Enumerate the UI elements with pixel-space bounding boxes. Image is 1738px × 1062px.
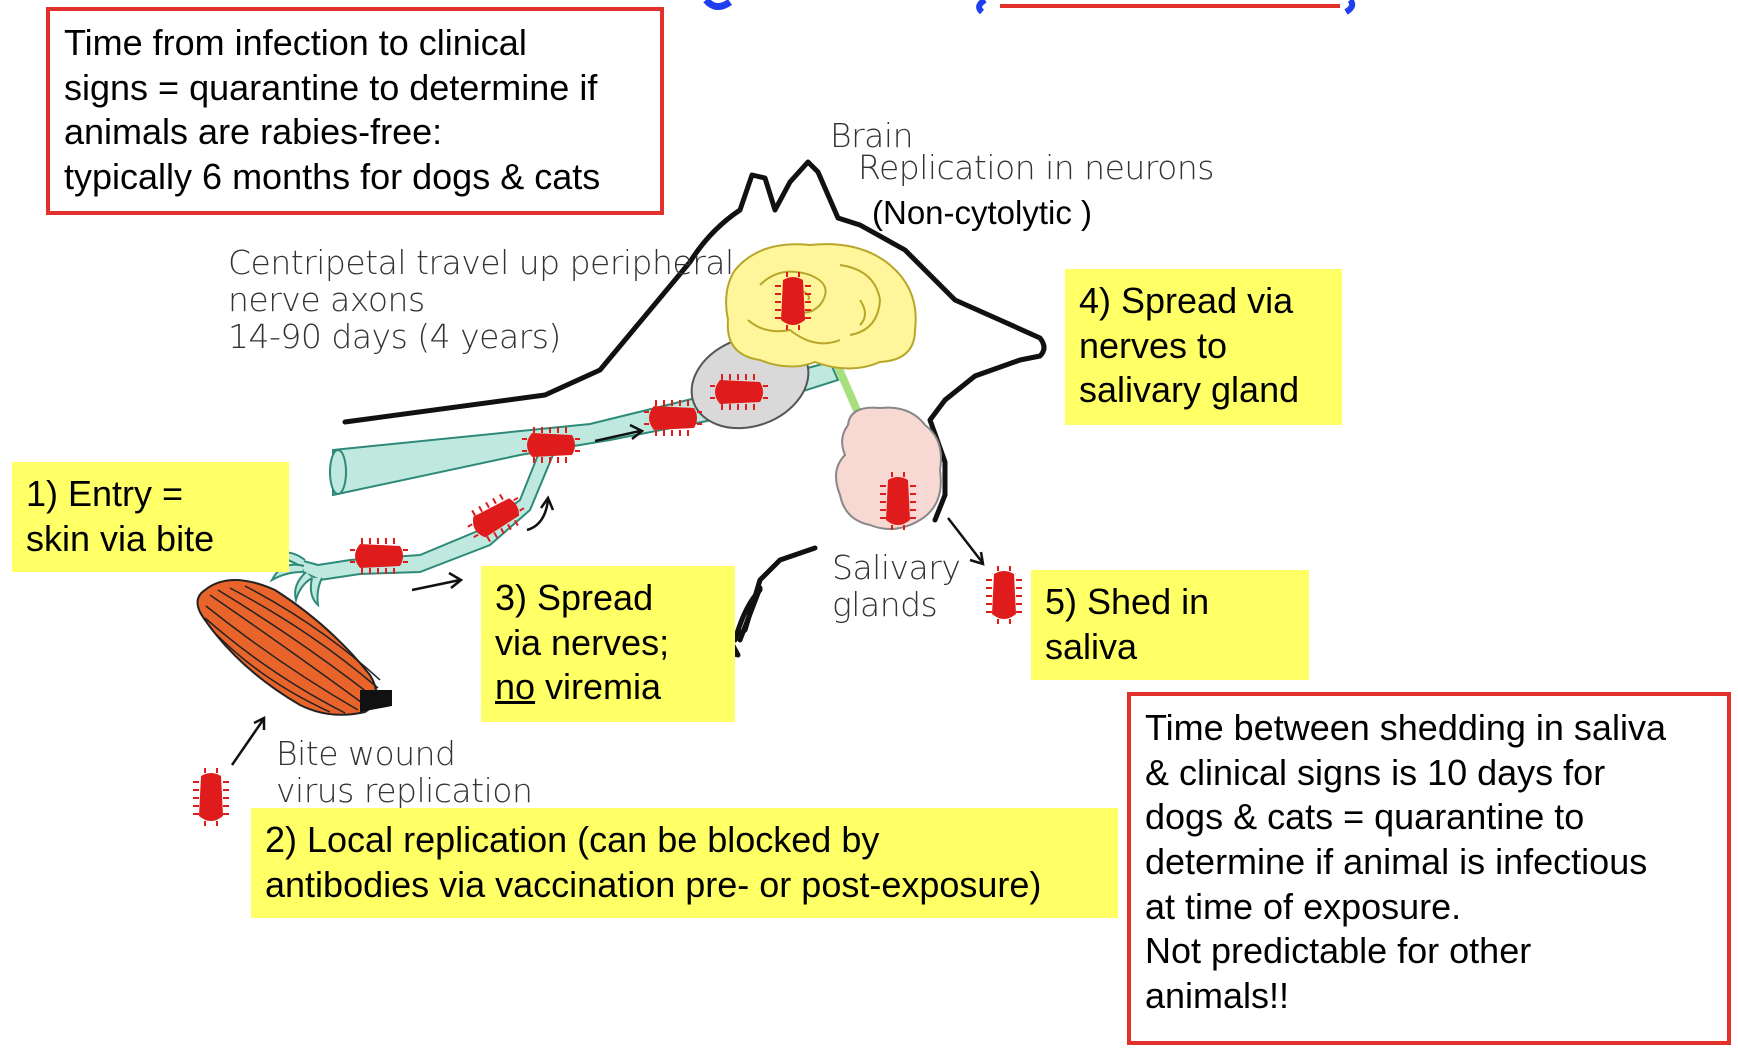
- replication-label: Replication in neurons: [858, 148, 1214, 187]
- arrow-icon: [230, 423, 985, 766]
- quarantine-infectious-note: Time between shedding in saliva & clinic…: [1127, 692, 1731, 1045]
- quarantine-to-rabies-free-note: Time from infection to clinical signs = …: [46, 7, 664, 215]
- step-1-entry: 1) Entry = skin via bite: [12, 462, 289, 572]
- step-5-shed-in-saliva: 5) Shed in saliva: [1031, 570, 1309, 680]
- salivary-gland-icon: [835, 406, 942, 530]
- step-2-local-replication: 2) Local replication (can be blocked by …: [251, 808, 1118, 918]
- viremia-text: viremia: [535, 666, 662, 708]
- brain-icon: [725, 243, 917, 370]
- salivary-glands-label: Salivary glands: [832, 548, 961, 624]
- brain-label: Brain: [830, 116, 913, 155]
- step-3-spread-via-nerves: 3) Spread via nerves; no viremia: [481, 566, 735, 722]
- step-4-spread-to-salivary-gland: 4) Spread via nerves to salivary gland: [1065, 269, 1342, 425]
- title-fragment: [703, 0, 1356, 15]
- muscle-icon: [196, 579, 392, 716]
- bite-wound-label: Bite wound virus replication: [276, 734, 533, 810]
- no-underlined: no: [495, 666, 536, 708]
- non-cytolytic-label: (Non-cytolytic ): [872, 194, 1093, 231]
- centripetal-label: Centripetal travel up peripheral nerve a…: [228, 243, 734, 356]
